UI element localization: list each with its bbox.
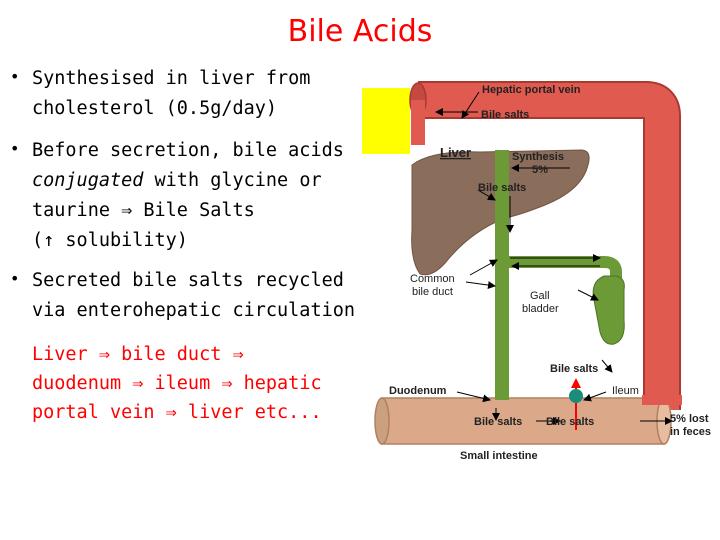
- bullet-dot-icon: •: [10, 269, 20, 288]
- label-bile-salts-bottom-1: Bile salts: [474, 416, 522, 428]
- label-bile-salts-ileum: Bile salts: [550, 363, 598, 375]
- bullet-dot-icon: •: [10, 139, 20, 158]
- bullet-synthesis: • Synthesised in liver from cholesterol …: [10, 64, 380, 124]
- bullet-line: cholesterol (0.5g/day): [32, 98, 278, 119]
- label-gall-bladder: Gall: [530, 290, 550, 302]
- gall-bladder: [592, 275, 625, 345]
- common-bile-duct: [495, 150, 622, 400]
- reabsorb-arrowhead-icon: [571, 378, 581, 388]
- label-lost-2: in feces: [670, 426, 711, 438]
- bullet-line: taurine ⇒ Bile Salts: [32, 200, 255, 221]
- label-bile-salts-top: Bile salts: [481, 109, 529, 121]
- pathway-text: Liver ⇒ bile duct ⇒ duodenum ⇒ ileum ⇒ h…: [32, 340, 322, 427]
- label-lost: 5% lost: [670, 413, 709, 425]
- label-duodenum: Duodenum: [389, 385, 447, 397]
- small-intestine: [374, 397, 672, 445]
- label-synthesis-pct: 5%: [532, 164, 548, 176]
- ileum-node: [569, 389, 583, 403]
- bullet-line: Before secretion, bile acids: [32, 140, 344, 161]
- label-synthesis: Synthesis: [512, 151, 564, 163]
- vein-base: [642, 395, 682, 405]
- bullet-line: Synthesised in liver from: [32, 68, 311, 89]
- label-bile-salts-liver: Bile salts: [478, 182, 526, 194]
- label-hepatic-portal-vein: Hepatic portal vein: [482, 84, 581, 96]
- pathway-line: Liver ⇒ bile duct ⇒: [32, 344, 244, 365]
- label-liver: Liver: [440, 145, 471, 160]
- pathway-line: portal vein ⇒ liver etc...: [32, 402, 322, 423]
- label-ileum: Ileum: [612, 385, 639, 397]
- label-gall-bladder-2: bladder: [522, 303, 559, 315]
- conjugated-term: conjugated: [32, 170, 144, 191]
- bullet-line-rest: with glycine or: [143, 170, 322, 191]
- pathway-line: duodenum ⇒ ileum ⇒ hepatic: [32, 373, 322, 394]
- bullet-line: via enterohepatic circulation: [32, 300, 356, 321]
- bullet-conjugation: • Before secretion, bile acids conjugate…: [10, 136, 380, 256]
- bullet-dot-icon: •: [10, 67, 20, 86]
- label-bile-salts-bottom-2: Bile salts: [546, 416, 594, 428]
- bullet-line: conjugated with glycine or: [32, 166, 380, 196]
- highlight-box: [362, 88, 410, 154]
- label-common-bile-duct-2: bile duct: [412, 286, 453, 298]
- bullet-line: Secreted bile salts recycled: [32, 270, 344, 291]
- bullet-recycling: • Secreted bile salts recycled via enter…: [10, 266, 380, 326]
- label-small-intestine: Small intestine: [460, 450, 538, 462]
- hepatic-portal-vein: [409, 81, 681, 410]
- bullet-line: (↑ solubility): [32, 230, 188, 251]
- page-title: Bile Acids: [287, 14, 433, 49]
- label-common-bile-duct: Common: [410, 273, 455, 285]
